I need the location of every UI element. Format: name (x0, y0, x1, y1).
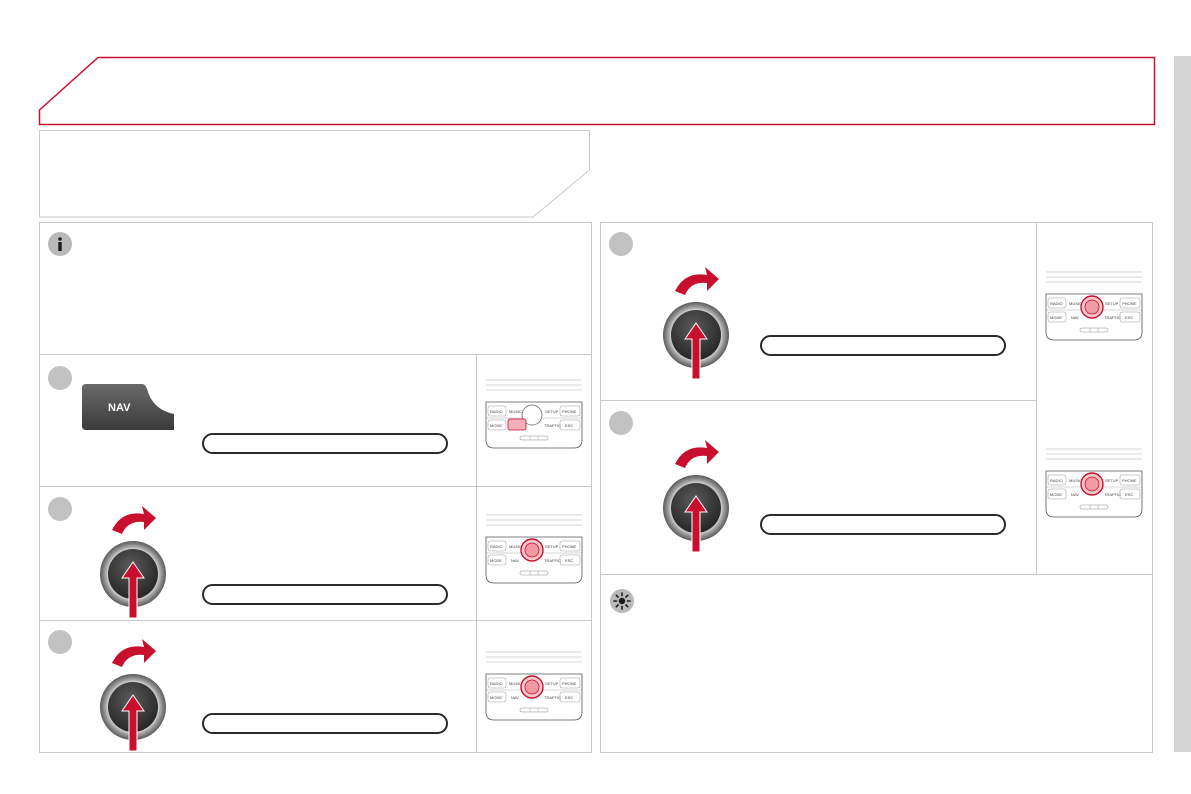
phone-button-label: PHONE (562, 681, 577, 686)
mode-button-label: MODE (490, 423, 502, 428)
step-3-text-box (202, 713, 448, 734)
esc-button-label: ESC (565, 423, 573, 428)
setup-button-label: SETUP (1105, 301, 1119, 306)
esc-button-label: ESC (1125, 315, 1133, 320)
rotary-knob-icon (100, 506, 166, 619)
divider (600, 400, 1036, 401)
rotary-knob-icon (663, 267, 729, 380)
nav-key-icon (82, 384, 174, 430)
divider (39, 486, 592, 487)
setup-button-label: SETUP (545, 544, 559, 549)
setup-button-label: SETUP (545, 681, 559, 686)
radio-button-label: RADIO (490, 409, 503, 414)
info-icon (48, 232, 72, 256)
phone-button-label: PHONE (1122, 478, 1137, 483)
music-button-label: MUSIC (1069, 301, 1082, 306)
traffic-button-label: TRAFFIC (1104, 492, 1121, 497)
esc-button-label: ESC (1125, 492, 1133, 497)
radio-button-label: RADIO (1050, 478, 1063, 483)
music-button-label: MUSIC (1069, 478, 1082, 483)
step-2-text-box (202, 584, 448, 605)
esc-button-label: ESC (565, 695, 573, 700)
console-illustration: RADIO MODE MUSIC NAV SETUP TRAFFIC PHONE… (485, 379, 583, 449)
intro-box (39, 130, 590, 218)
rotary-knob-icon (663, 440, 729, 553)
mode-button-label: MODE (1050, 315, 1062, 320)
console-illustration: RADIO MODE MUSIC NAV SETUP TRAFFIC PHONE… (1045, 271, 1143, 341)
side-tab-strip (1174, 56, 1191, 752)
phone-button-label: PHONE (562, 544, 577, 549)
mode-button-label: MODE (1050, 492, 1062, 497)
setup-button-label: SETUP (545, 409, 559, 414)
traffic-button-label: TRAFFIC (544, 695, 561, 700)
nav-button-label: NAV (511, 558, 519, 563)
divider (600, 574, 1153, 575)
step-4-text-box (760, 335, 1006, 356)
console-illustration: RADIO MODE MUSIC NAV SETUP TRAFFIC PHONE… (1045, 448, 1143, 518)
esc-button-label: ESC (565, 558, 573, 563)
step-4-marker (609, 232, 633, 256)
traffic-button-label: TRAFFIC (1104, 315, 1121, 320)
traffic-button-label: TRAFFIC (544, 558, 561, 563)
radio-button-label: RADIO (490, 681, 503, 686)
music-button-label: MUSIC (509, 544, 522, 549)
phone-button-label: PHONE (1122, 301, 1137, 306)
music-button-label: MUSIC (509, 409, 522, 414)
mode-button-label: MODE (490, 558, 502, 563)
nav-key-label: NAV (108, 402, 131, 414)
nav-button-label: NAV (511, 695, 519, 700)
step-2-marker (48, 497, 72, 521)
image-column-divider (1036, 222, 1037, 574)
divider (39, 354, 592, 355)
header-banner (38, 56, 1156, 126)
image-column-divider (476, 354, 477, 753)
nav-button-label: NAV (1071, 315, 1079, 320)
nav-button-label: NAV (1071, 492, 1079, 497)
music-button-label: MUSIC (509, 681, 522, 686)
step-3-marker (48, 630, 72, 654)
step-5-text-box (760, 514, 1006, 535)
left-column-panel (39, 222, 592, 753)
radio-button-label: RADIO (490, 544, 503, 549)
divider (39, 620, 592, 621)
step-5-marker (609, 411, 633, 435)
phone-button-label: PHONE (562, 409, 577, 414)
traffic-button-label: TRAFFIC (544, 423, 561, 428)
step-1-marker (48, 366, 72, 390)
lightbulb-icon (610, 589, 634, 613)
console-illustration: RADIO MODE MUSIC NAV SETUP TRAFFIC PHONE… (485, 514, 583, 584)
mode-button-label: MODE (490, 695, 502, 700)
console-illustration: RADIO MODE MUSIC NAV SETUP TRAFFIC PHONE… (485, 651, 583, 721)
rotary-knob-icon (100, 639, 166, 752)
setup-button-label: SETUP (1105, 478, 1119, 483)
radio-button-label: RADIO (1050, 301, 1063, 306)
step-1-text-box (202, 433, 448, 454)
